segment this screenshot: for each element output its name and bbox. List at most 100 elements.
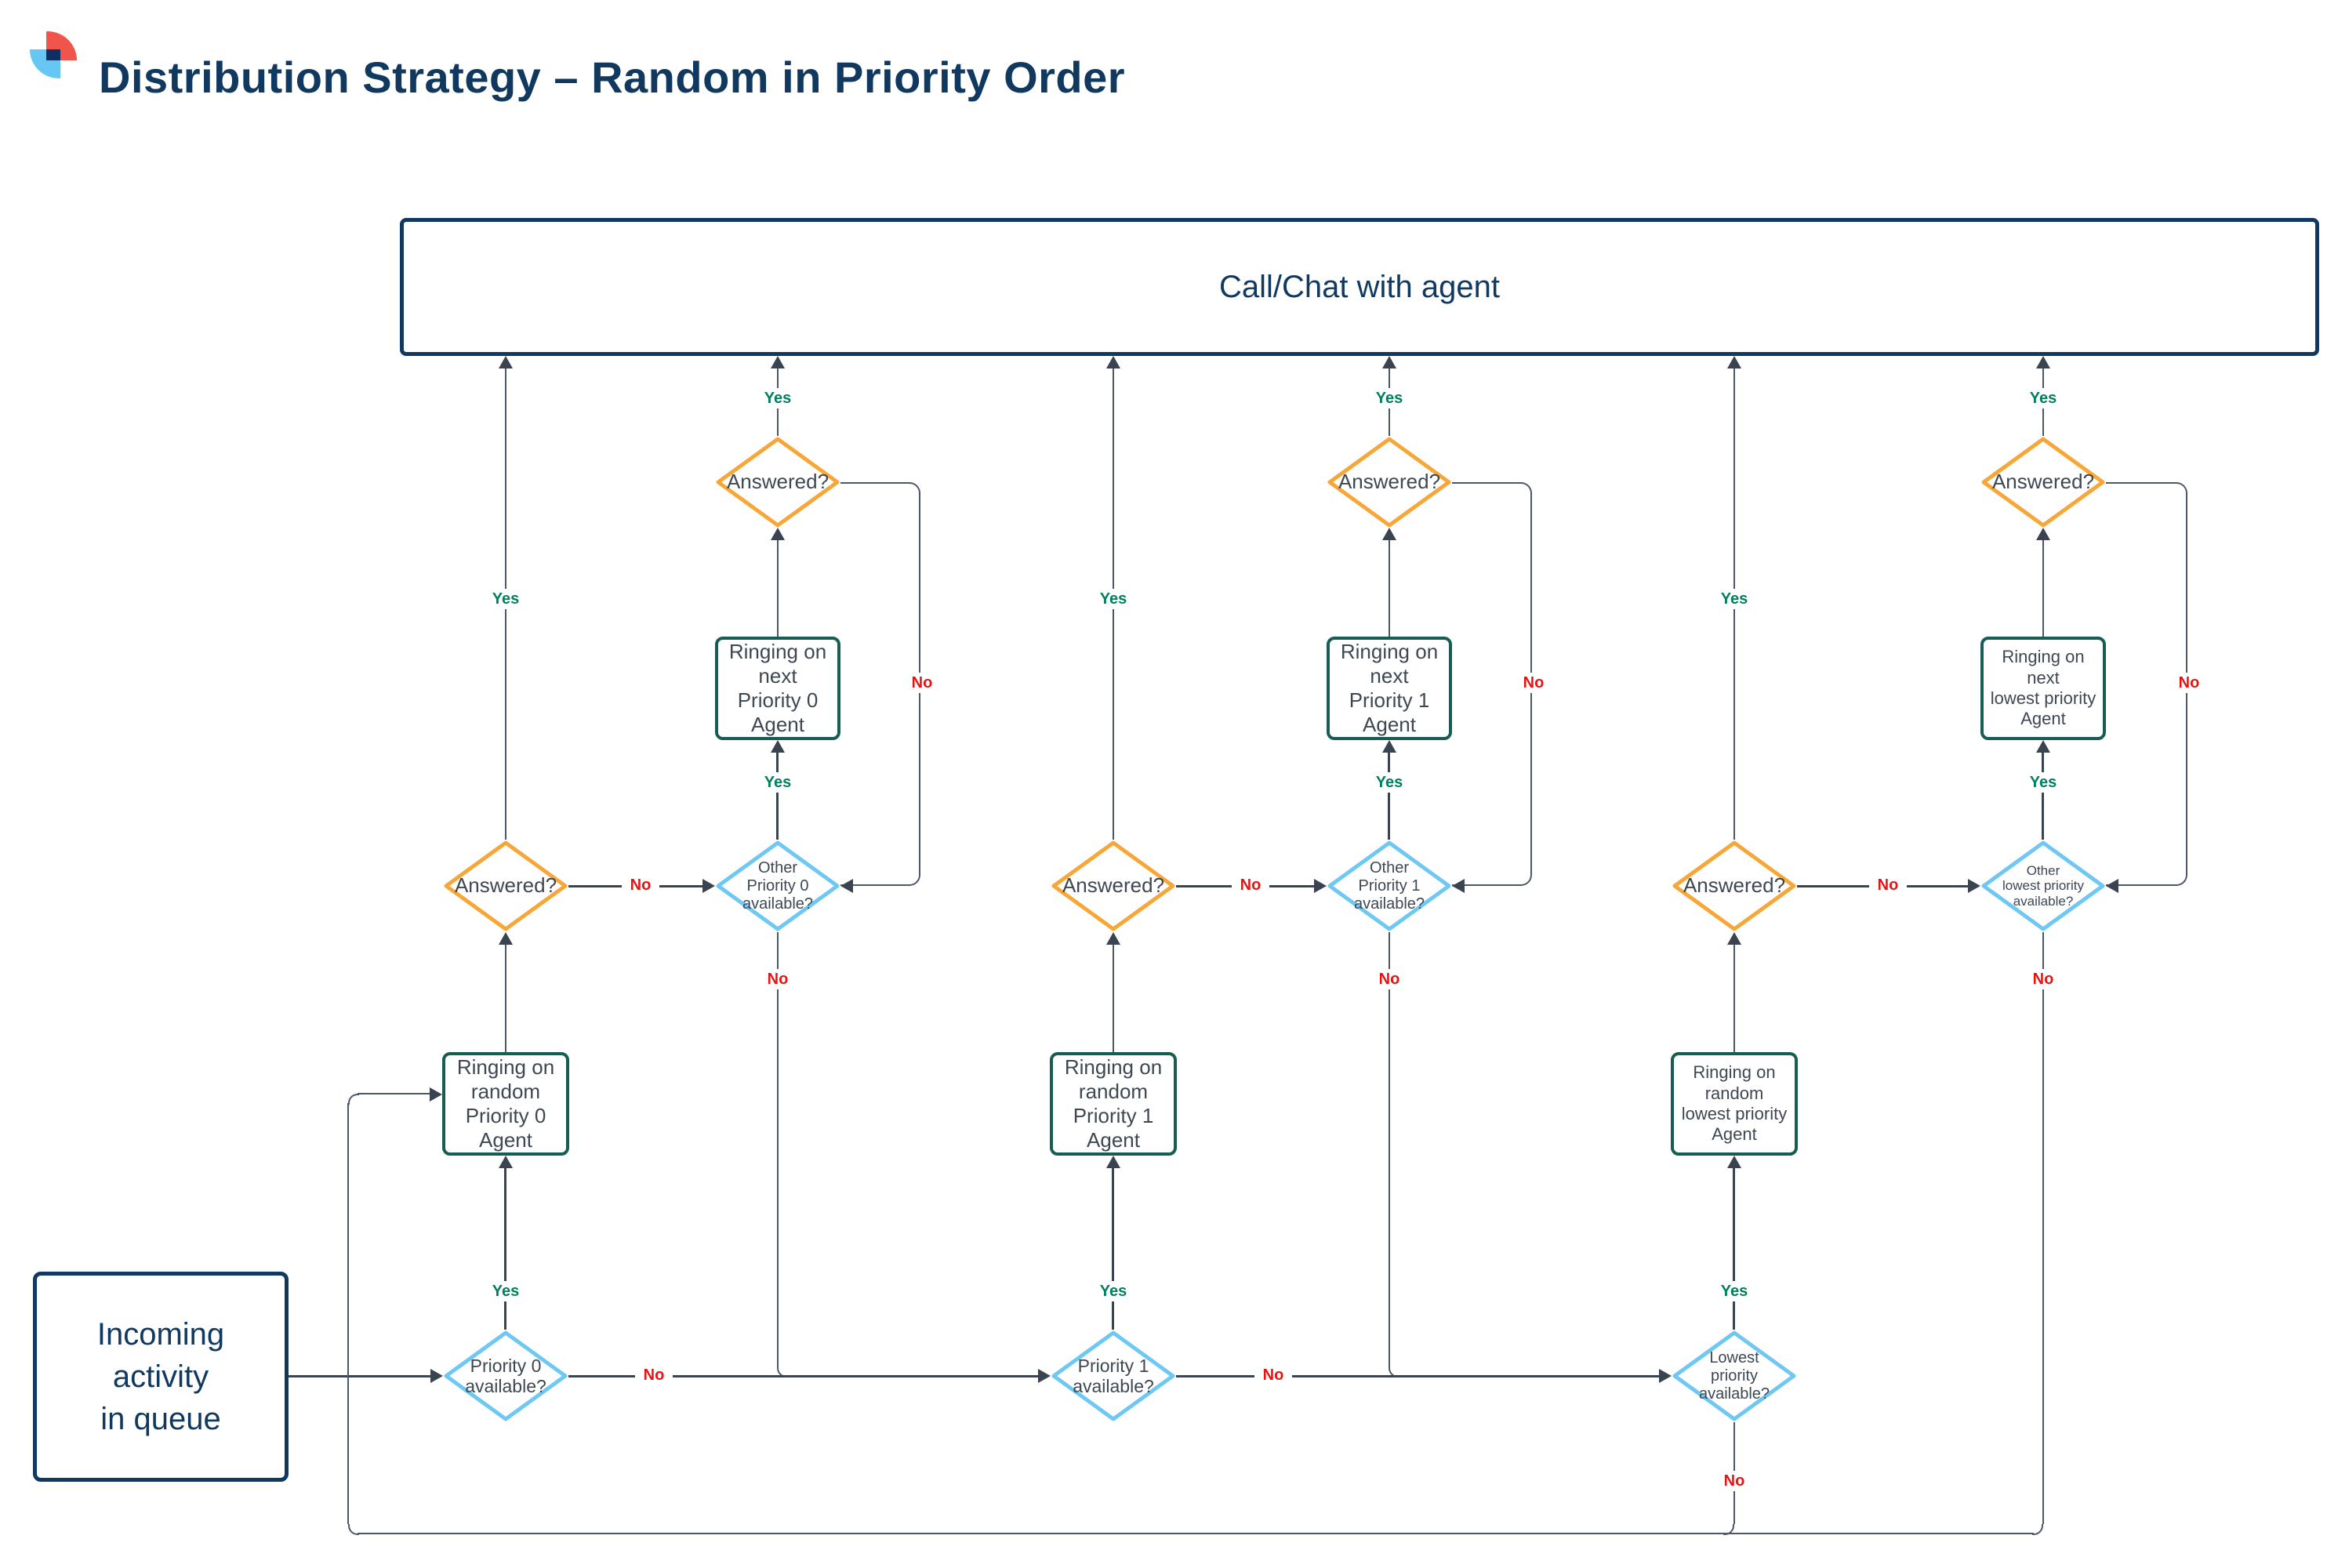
connector [568,1375,1038,1377]
node-label-line: in queue [100,1402,221,1436]
connector-corner [348,1094,359,1105]
label-yes: Yes [1370,388,1408,408]
connector [505,945,506,1052]
decision-answered-priority-1: Answered? [1051,840,1176,932]
logo-navy-shape [46,49,60,60]
node-call-chat-with-agent: Call/Chat with agent [400,218,2319,356]
connector [1389,540,1390,637]
page-title: Distribution Strategy – Random in Priori… [99,53,1126,102]
label-yes: Yes [1715,1281,1753,1301]
connector [1113,945,1114,1052]
arrowhead-right [430,1369,443,1383]
arrowhead-up [2036,528,2050,540]
arrowhead-up [1382,740,1396,753]
arrowhead-up [771,528,785,540]
connector [2042,932,2044,1524]
connector-return-loop [358,1093,430,1094]
arrowhead-up [1727,1156,1741,1168]
label-yes: Yes [1370,772,1408,793]
arrowhead-right [702,879,715,893]
arrowhead-right [1968,879,1980,893]
connector-corner [348,1524,359,1535]
node-label-line: Incoming [96,1317,225,1352]
connector [2042,540,2044,637]
connector [1388,753,1390,840]
label-no: No [759,969,797,989]
label-no: No [1232,875,1269,895]
connector [2042,753,2044,840]
label-yes: Yes [487,589,525,609]
arrowhead-left [840,879,853,893]
arrowhead-left [1452,879,1465,893]
label-yes: Yes [1095,589,1132,609]
app-logo-icon [30,31,77,78]
label-no: No [2170,673,2208,693]
label-no: No [903,673,941,693]
connector-return-loop [358,1533,2034,1534]
label-no: No [622,875,659,895]
arrowhead-up [2036,356,2050,368]
decision-answered-priority-0: Answered? [443,840,568,932]
connector [504,1168,506,1330]
arrowhead-up [771,740,785,753]
connector-corner [2032,1524,2043,1535]
connector-return-loop [347,1103,349,1524]
label-yes: Yes [487,1281,525,1301]
label-no: No [1715,1471,1753,1491]
label-no: No [1515,673,1552,693]
decision-answered-next-priority-0: Answered? [715,436,840,528]
label-no: No [635,1365,673,1385]
connector [1176,1375,1659,1377]
arrowhead-up [499,356,513,368]
decision-answered-next-priority-1: Answered? [1327,436,1452,528]
node-label-line: activity [112,1359,209,1394]
node-incoming-activity-in-queue: Incoming activity in queue [33,1272,289,1482]
label-yes: Yes [759,772,797,793]
node-label: Call/Chat with agent [1219,269,1500,304]
arrowhead-up [499,1156,513,1168]
arrowhead-up [1727,356,1741,368]
arrowhead-left [2106,879,2118,893]
decision-answered-next-lowest-priority: Answered? [1980,436,2106,528]
label-no: No [1370,969,1408,989]
arrowhead-up [1106,356,1120,368]
label-no: No [1254,1365,1292,1385]
arrowhead-up [1382,356,1396,368]
label-no: No [1869,875,1907,895]
arrowhead-right [1038,1369,1051,1383]
arrowhead-up [2036,740,2050,753]
label-yes: Yes [1715,589,1753,609]
arrowhead-up [771,356,785,368]
arrowhead-up [499,932,513,945]
label-yes: Yes [2024,772,2062,793]
arrowhead-right [430,1087,442,1102]
arrowhead-right [1659,1369,1672,1383]
label-yes: Yes [2024,388,2062,408]
connector [776,753,779,840]
decision-answered-lowest-priority: Answered? [1672,840,1797,932]
connector [777,932,779,1367]
arrowhead-up [1106,1156,1120,1168]
label-yes: Yes [759,388,797,408]
connector [1112,1168,1114,1330]
connector [289,1375,430,1377]
connector [1733,1168,1735,1330]
arrowhead-up [1382,528,1396,540]
connector [1389,932,1390,1367]
label-no: No [2024,969,2062,989]
label-yes: Yes [1095,1281,1132,1301]
connector [777,540,779,637]
